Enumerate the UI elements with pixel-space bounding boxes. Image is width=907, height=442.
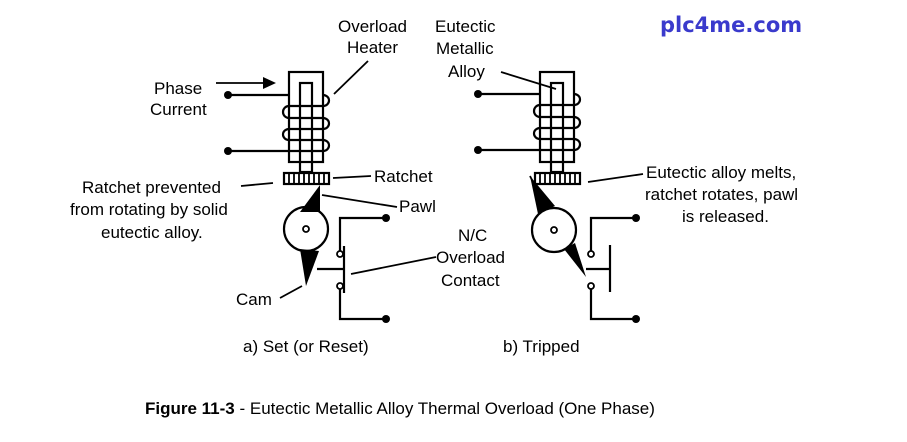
coil-loop-right: [322, 116, 331, 131]
contact-wire-top: [589, 216, 636, 251]
contact-terminal-top: [382, 214, 390, 222]
coil-loop-left: [532, 103, 541, 119]
alloy-shaft: [298, 81, 314, 174]
terminal-dot-top: [474, 90, 482, 98]
contact-wire-bottom: [589, 289, 636, 321]
contact-point-top: [336, 250, 344, 258]
leader-note-b: [587, 173, 644, 183]
contact-terminal-top: [632, 214, 640, 222]
panel-b-tripped: Eutectic Metallic Alloy Eutec: [435, 17, 798, 356]
coil-loop-left: [532, 126, 541, 141]
caption-panel-a: a) Set (or Reset): [243, 337, 369, 356]
cam-wheel: [282, 205, 330, 253]
contact-wire-top: [338, 216, 386, 251]
label-note-b-line1: Eutectic alloy melts,: [646, 163, 796, 182]
leader-ratchet: [332, 175, 372, 179]
terminal-dot-bottom: [224, 147, 232, 155]
label-pawl: Pawl: [399, 197, 436, 216]
label-alloy-line1: Eutectic: [435, 17, 496, 36]
contact-terminal-bottom: [382, 315, 390, 323]
phase-current-arrow-head: [263, 77, 276, 89]
figure-number: Figure 11-3: [145, 399, 235, 418]
label-cam: Cam: [236, 290, 272, 309]
label-phase-current-line1: Phase: [154, 79, 202, 98]
label-nc-line3: Contact: [441, 271, 500, 290]
contact-terminal-bottom: [632, 315, 640, 323]
coil-loop-right: [573, 137, 582, 152]
leader-nc-contact: [350, 256, 437, 275]
coil-loop-left: [281, 104, 290, 120]
ratchet-wheel: [282, 171, 331, 186]
contact-wire-bottom: [338, 289, 386, 321]
cam-wheel: [530, 206, 578, 254]
leader-note-a: [240, 182, 274, 187]
leader-overload-heater: [333, 60, 369, 95]
cam-pivot: [302, 225, 310, 233]
label-note-a-line2: from rotating by solid: [70, 200, 228, 219]
label-nc-line1: N/C: [458, 226, 487, 245]
figure-caption: Figure 11-3 - Eutectic Metallic Alloy Th…: [145, 399, 655, 418]
label-overload-heater-line1: Overload: [338, 17, 407, 36]
label-note-b-line2: ratchet rotates, pawl: [645, 185, 798, 204]
pawl-tip: [529, 175, 538, 191]
cam-lobe: [300, 249, 319, 286]
pawl: [300, 185, 320, 212]
label-note-a-line1: Ratchet prevented: [82, 178, 221, 197]
label-phase-current-line2: Current: [150, 100, 207, 119]
label-note-a-line3: eutectic alloy.: [101, 223, 203, 242]
label-overload-heater-line2: Heater: [347, 38, 398, 57]
coil-loop-right: [322, 138, 331, 153]
ratchet-teeth: [539, 173, 576, 184]
caption-panel-b: b) Tripped: [503, 337, 580, 356]
label-nc-line2: Overload: [436, 248, 505, 267]
ratchet-teeth: [288, 173, 325, 184]
label-alloy-line3: Alloy: [448, 62, 485, 81]
figure-title: Eutectic Metallic Alloy Thermal Overload…: [250, 399, 655, 418]
ratchet-wheel: [533, 171, 582, 186]
cam-lobe-rotated: [564, 243, 586, 277]
coil-loop-right: [573, 115, 582, 130]
terminal-dot-bottom: [474, 146, 482, 154]
label-note-b-line3: is released.: [682, 207, 769, 226]
pawl-released: [530, 176, 555, 214]
figure-separator: -: [235, 399, 250, 418]
watermark: plc4me.com: [660, 13, 802, 37]
contact-point-bottom: [587, 282, 595, 290]
contact-point-bottom: [336, 282, 344, 290]
coil-loop-right: [322, 93, 331, 108]
nc-contact-label: N/C Overload Contact: [350, 226, 505, 290]
leader-alloy: [500, 71, 557, 90]
label-alloy-line2: Metallic: [436, 39, 494, 58]
coil-loop-right: [573, 92, 582, 107]
terminal-dot-top: [224, 91, 232, 99]
cam-pivot: [550, 226, 558, 234]
leader-pawl: [321, 194, 398, 208]
leader-cam: [279, 285, 303, 299]
panel-a-set: Overload Heater Phase Current: [70, 17, 436, 356]
contact-point-top: [587, 250, 595, 258]
label-ratchet: Ratchet: [374, 167, 433, 186]
coil-loop-left: [281, 127, 290, 142]
